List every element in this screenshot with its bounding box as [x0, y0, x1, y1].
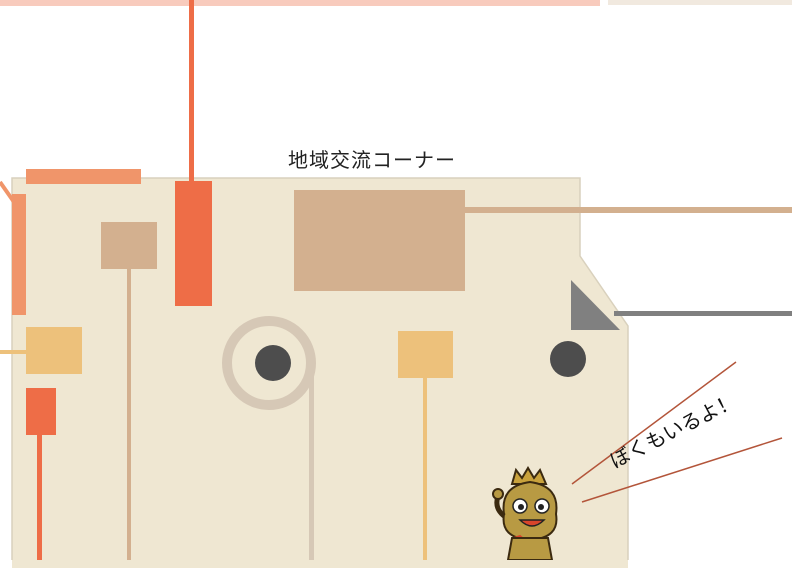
pin-ring-marker[interactable]: [220, 314, 320, 414]
marker-tall-orange[interactable]: [175, 181, 212, 306]
area-label: 地域交流コーナー: [288, 148, 456, 172]
marker-left-edge[interactable]: [12, 194, 26, 315]
pin-icon: [255, 345, 291, 381]
leader-line-orange-small: [37, 435, 42, 560]
leader-line-top: [189, 0, 194, 182]
leader-line-tan-small: [127, 269, 131, 560]
leader-line-yellow-left: [0, 350, 26, 354]
pin-icon-right[interactable]: [548, 340, 588, 380]
mascot-character: [492, 466, 558, 560]
marker-tan-small[interactable]: [101, 222, 157, 269]
leader-line-left-diagonal: [0, 180, 16, 204]
marker-top-strip[interactable]: [26, 169, 141, 184]
top-band-right: [608, 0, 792, 5]
leader-line-tan-right: [465, 207, 792, 213]
marker-orange-small[interactable]: [26, 388, 56, 435]
leader-line-yellow-right: [423, 378, 427, 560]
top-band-left: [0, 0, 600, 6]
leader-line-pin: [309, 370, 314, 560]
marker-yellow-right[interactable]: [398, 331, 453, 378]
marker-tan-large[interactable]: [294, 190, 465, 291]
marker-yellow-left[interactable]: [26, 327, 82, 374]
